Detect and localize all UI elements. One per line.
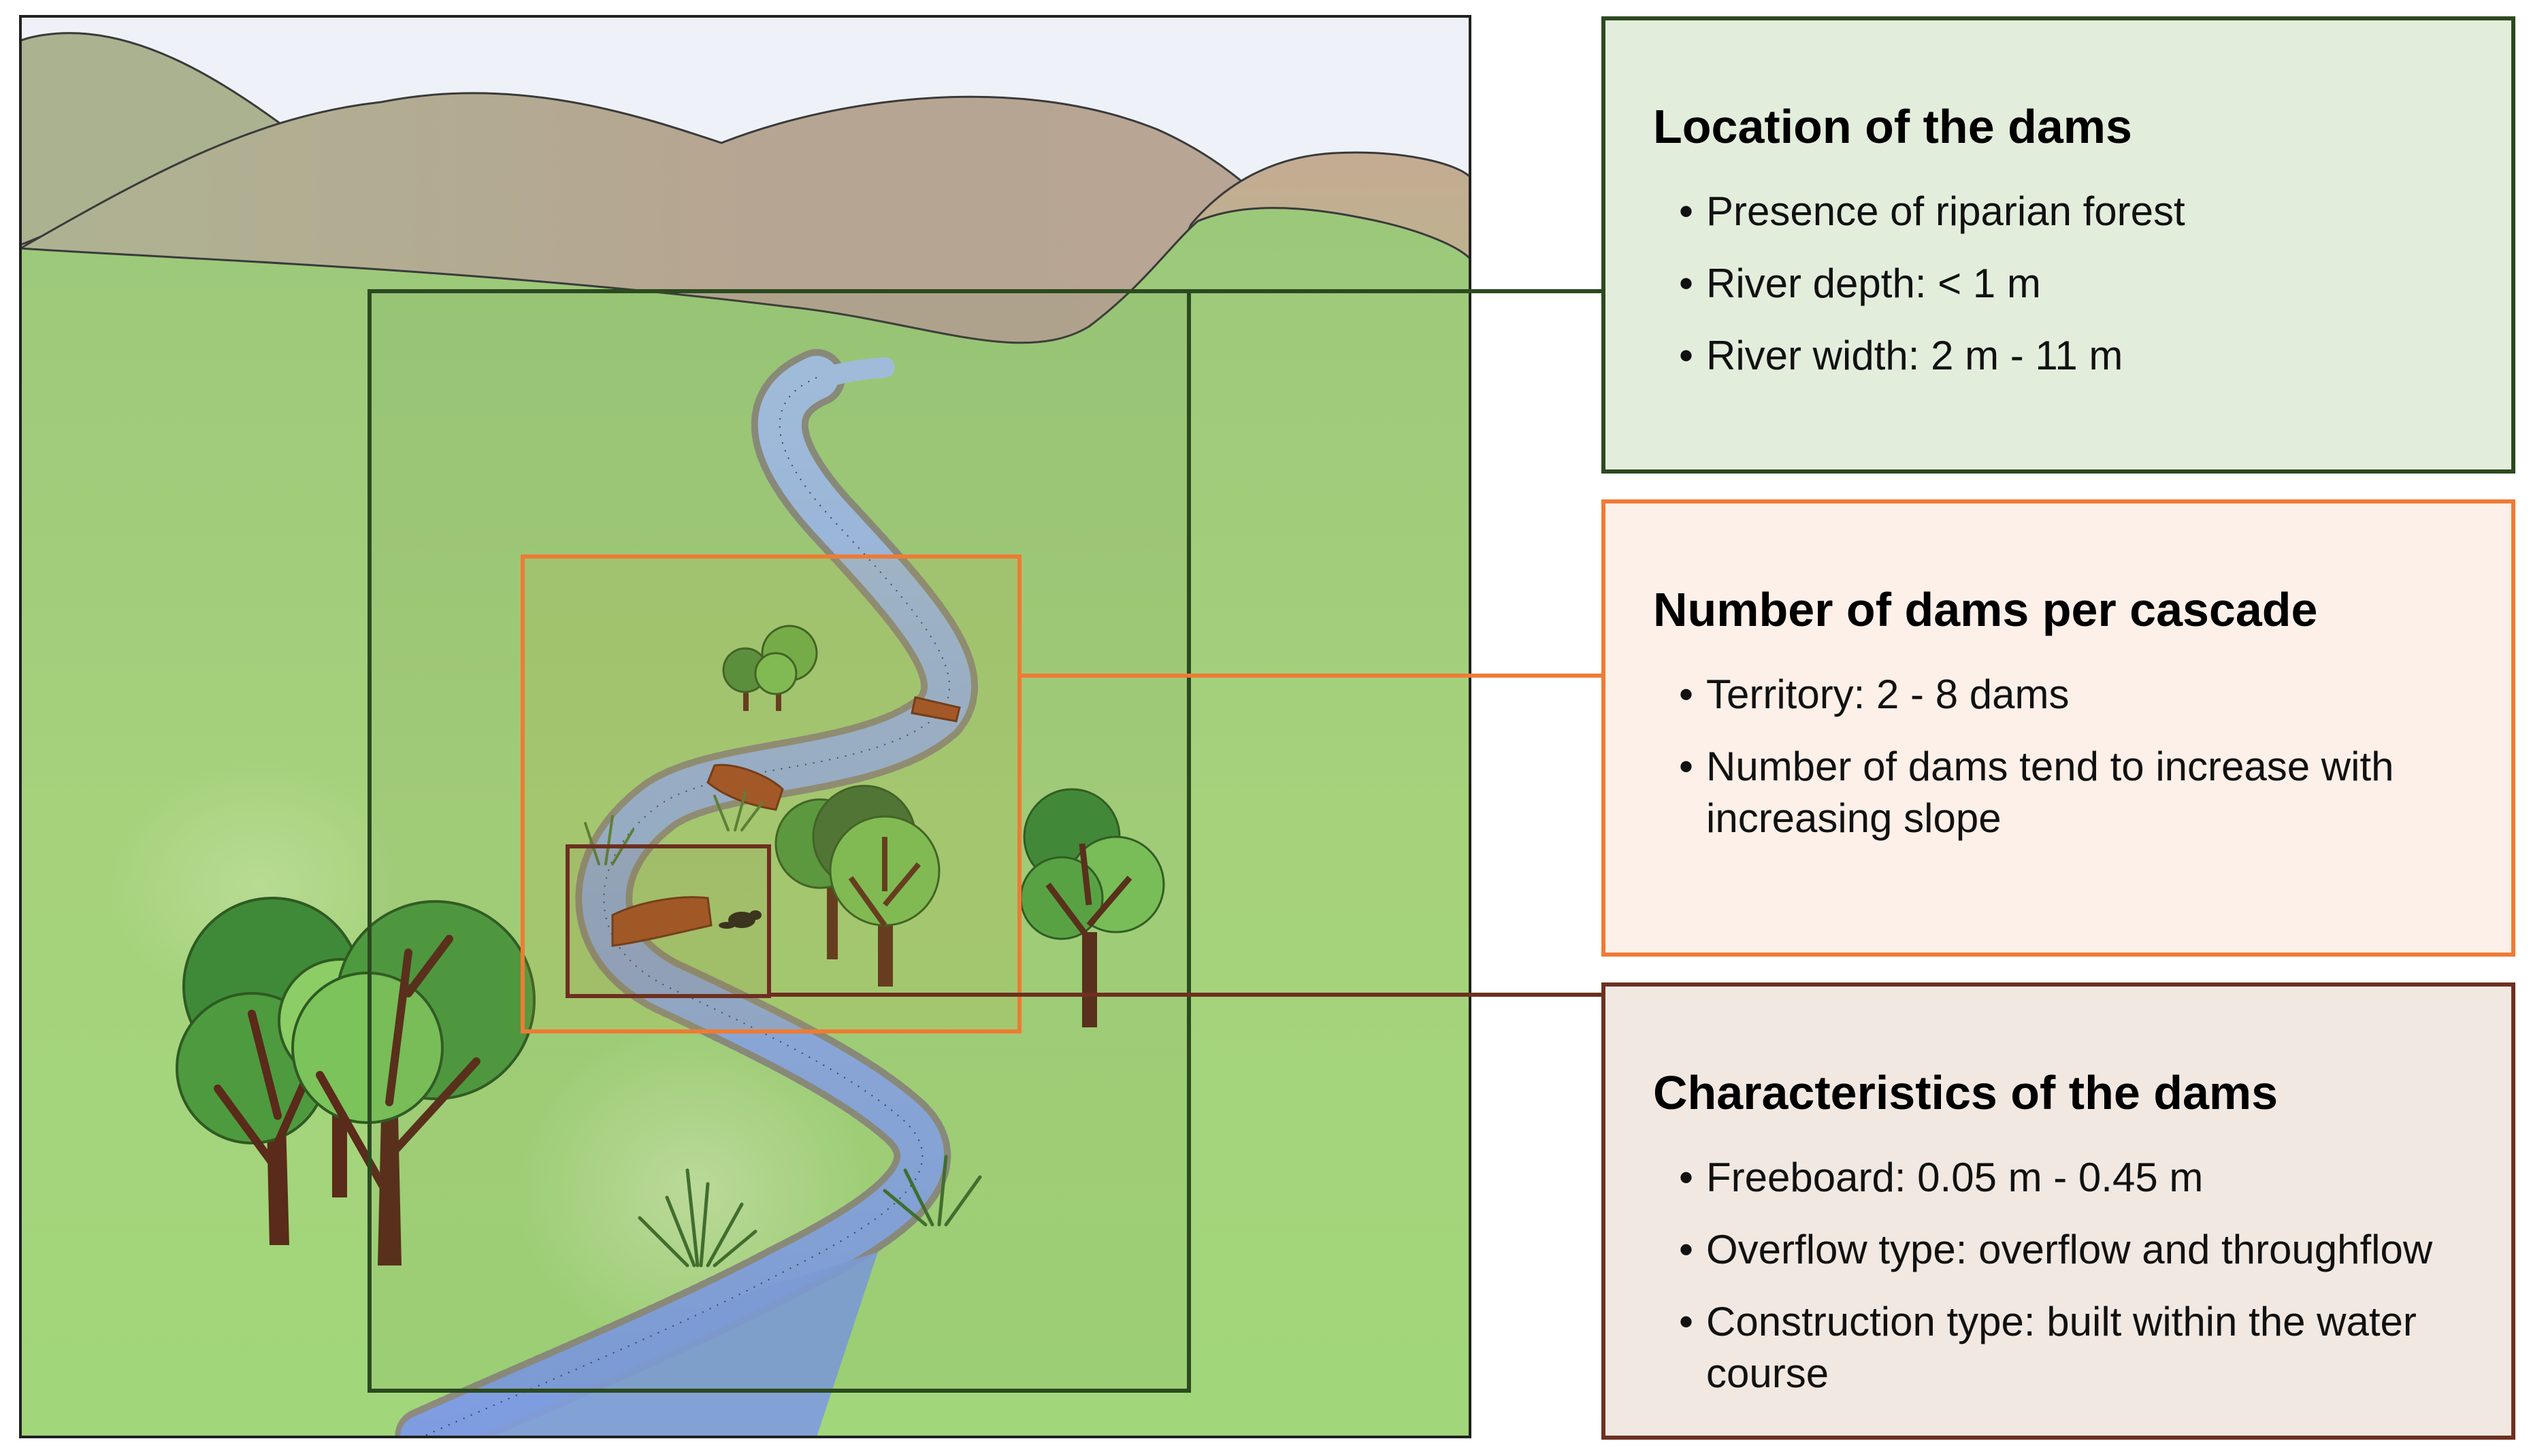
list-item: River width: 2 m - 11 m: [1679, 330, 2470, 382]
tree-icon: [754, 625, 818, 711]
grass-tuft-icon: [883, 1155, 982, 1227]
location-panel: Location of the dams Presence of riparia…: [1601, 16, 2515, 474]
list-item: Number of dams tend to increase with inc…: [1679, 741, 2470, 844]
location-list: Presence of riparian forest River depth:…: [1653, 186, 2470, 382]
grass-tuft-icon: [638, 1168, 757, 1268]
tree-icon: [1019, 788, 1165, 1027]
number-list: Territory: 2 - 8 dams Number of dams ten…: [1653, 669, 2470, 844]
list-item: Construction type: built within the wate…: [1679, 1296, 2470, 1400]
characteristics-title: Characteristics of the dams: [1653, 1066, 2279, 1119]
dam-icon: [706, 763, 784, 811]
characteristics-list: Freeboard: 0.05 m - 0.45 m Overflow type…: [1653, 1152, 2470, 1400]
location-region-box: [368, 289, 1191, 1393]
characteristics-panel: Characteristics of the dams Freeboard: 0…: [1601, 982, 2515, 1440]
grass-tuft-icon: [713, 791, 764, 831]
dam-region-box: [566, 844, 771, 998]
tree-icon: [812, 784, 941, 987]
number-panel: Number of dams per cascade Territory: 2 …: [1601, 499, 2515, 957]
list-item: Presence of riparian forest: [1679, 186, 2470, 237]
number-title: Number of dams per cascade: [1653, 583, 2318, 636]
list-item: Freeboard: 0.05 m - 0.45 m: [1679, 1152, 2470, 1204]
beaver-icon: [719, 910, 762, 929]
dam-icon: [611, 896, 713, 947]
location-title: Location of the dams: [1653, 100, 2132, 153]
list-item: River depth: < 1 m: [1679, 258, 2470, 310]
scene-frame: [19, 15, 1471, 1438]
dam-icon: [911, 696, 961, 723]
list-item: Territory: 2 - 8 dams: [1679, 669, 2470, 721]
list-item: Overflow type: overflow and throughflow: [1679, 1224, 2470, 1276]
